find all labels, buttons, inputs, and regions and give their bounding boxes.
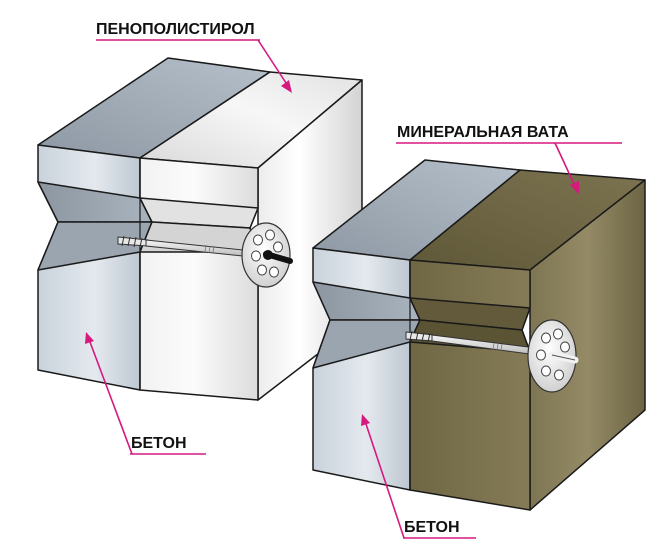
leader-lines — [85, 39, 622, 539]
label-mineral-wool: МИНЕРАЛЬНАЯ ВАТА — [397, 124, 569, 141]
arrow-polystyrene — [281, 80, 292, 93]
mineral-wool-block — [312, 159, 646, 511]
label-concrete-left: БЕТОН — [131, 435, 187, 452]
label-polystyrene: ПЕНОПОЛИСТИРОЛ — [96, 21, 255, 38]
leader-wool — [554, 142, 576, 187]
dowel-anchor-left — [117, 222, 293, 288]
leader-concrete-right — [365, 423, 405, 539]
label-concrete-right: БЕТОН — [404, 519, 460, 536]
wool-front-face — [409, 259, 531, 511]
arrow-concrete-right — [361, 414, 370, 426]
leader-polystyrene — [257, 39, 289, 87]
arrow-wool — [570, 181, 579, 194]
polystyrene-block — [37, 57, 363, 401]
dowel-anchor-right — [405, 319, 579, 393]
polystyrene-front-face — [139, 157, 259, 401]
arrow-concrete-left — [85, 332, 94, 344]
leader-concrete-left — [89, 341, 133, 455]
